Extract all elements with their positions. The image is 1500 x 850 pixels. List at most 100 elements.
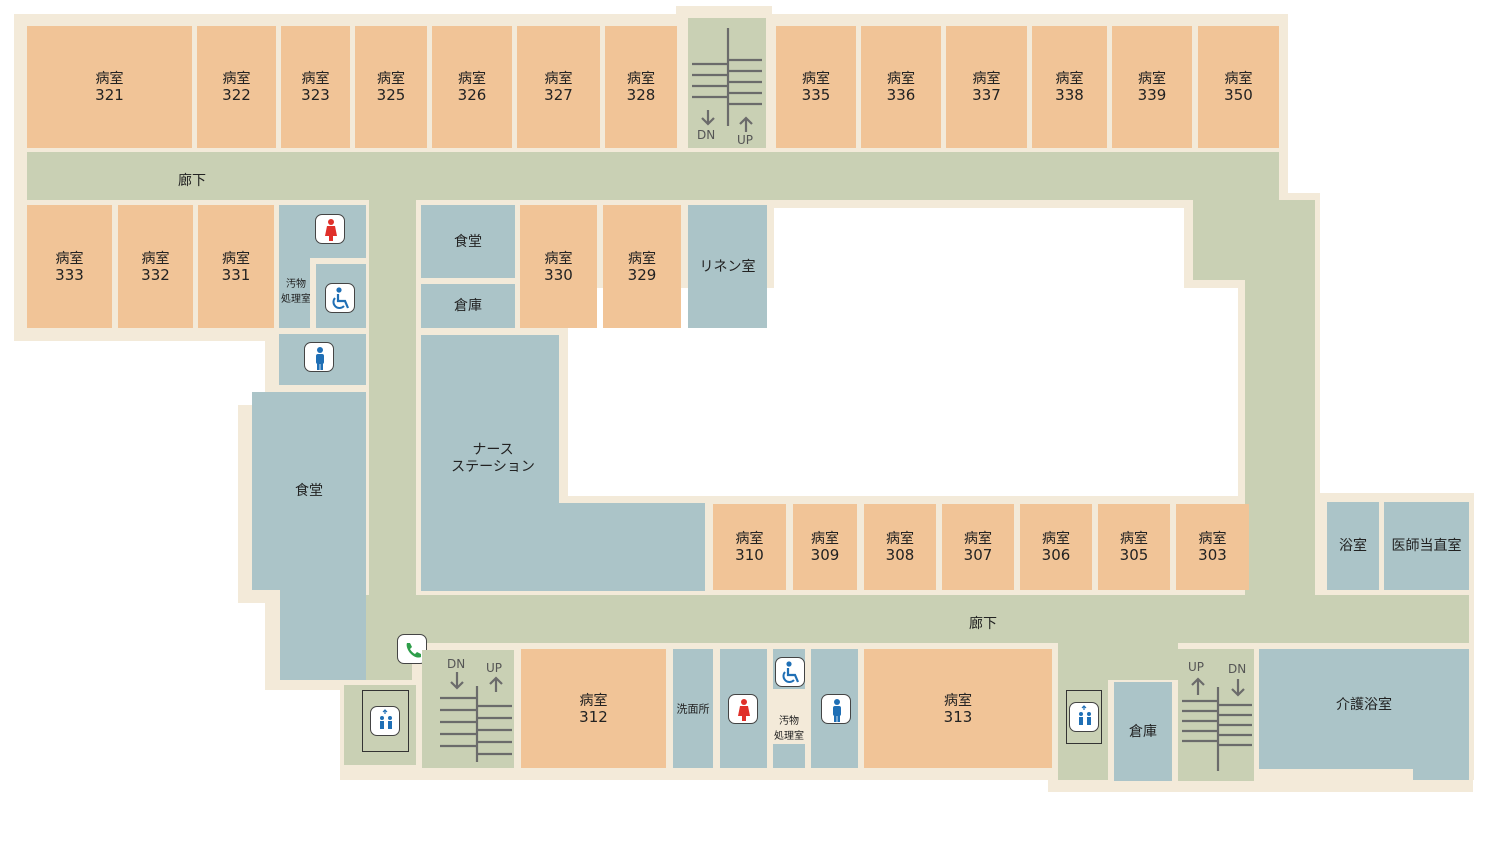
stairs-down-label: DN — [1228, 662, 1247, 676]
soiled-utility-room-south[interactable] — [773, 744, 805, 768]
care-bath-label: 介護浴室 — [1336, 697, 1392, 714]
stairs-southwest[interactable]: DN UP — [422, 650, 514, 768]
washroom[interactable]: 洗面所 — [673, 649, 713, 768]
room-number: 333 — [55, 265, 84, 284]
dining-room-west[interactable]: 食堂 — [252, 392, 366, 590]
room-number: 306 — [1041, 546, 1071, 564]
female-restroom-icon[interactable] — [315, 214, 345, 244]
doctor-duty-room[interactable]: 医師当直室 — [1384, 502, 1469, 590]
room-number: 327 — [544, 86, 573, 104]
dining-room-west-lower — [280, 585, 366, 680]
storage-room[interactable]: 倉庫 — [421, 284, 515, 328]
care-bath-room[interactable]: 介護浴室 — [1259, 649, 1469, 769]
care-bath-ext — [1413, 760, 1469, 780]
room-label: 病室 — [1138, 71, 1166, 87]
room-label: 病室 — [887, 71, 915, 87]
room-label: 病室 — [544, 71, 573, 87]
room-label: 病室 — [141, 250, 170, 267]
room-number: 339 — [1137, 86, 1167, 104]
room-label: 病室 — [222, 250, 250, 267]
storage-east-label: 倉庫 — [1129, 723, 1157, 740]
elevator-west[interactable] — [362, 690, 409, 752]
room-label: 病室 — [964, 531, 992, 547]
nurse-label-2: ステーション — [451, 459, 535, 475]
male-restroom-icon[interactable] — [304, 342, 334, 372]
room-label: 病室 — [972, 71, 1001, 87]
accessible-restroom-icon[interactable] — [325, 283, 355, 313]
room-number: 331 — [221, 265, 251, 284]
elevator-east[interactable] — [1066, 690, 1102, 744]
room-label: 病室 — [55, 250, 84, 267]
nurse-label-1: ナース — [472, 442, 514, 458]
room-number: 305 — [1119, 546, 1149, 564]
room-label: 病室 — [301, 71, 330, 87]
room-label: 病室 — [544, 250, 573, 267]
room-number: 328 — [626, 86, 656, 104]
room-label: 病室 — [944, 692, 972, 709]
room-label: 病室 — [222, 71, 251, 87]
storage-room-east[interactable]: 倉庫 — [1114, 682, 1172, 781]
room-label: 病室 — [377, 71, 405, 87]
room-number: 337 — [972, 86, 1001, 104]
linen-room[interactable]: リネン室 — [688, 205, 767, 328]
room-label: 病室 — [579, 692, 608, 709]
doctor-label: 医師当直室 — [1391, 538, 1462, 554]
dining-west-label: 食堂 — [295, 483, 323, 499]
stairs-north[interactable]: DN UP — [688, 18, 766, 148]
stairs-down-label: DN — [447, 657, 466, 671]
stairs-icon — [1182, 677, 1252, 771]
elevator-icon — [1069, 702, 1099, 732]
room-number: 307 — [963, 546, 993, 564]
room-number: 350 — [1224, 86, 1253, 104]
room-number: 326 — [457, 86, 487, 104]
room-number: 335 — [801, 86, 831, 104]
partition — [310, 258, 366, 264]
room-number: 308 — [885, 546, 915, 564]
room-label: 病室 — [95, 71, 124, 87]
room-number: 303 — [1198, 546, 1227, 564]
room-number: 321 — [95, 86, 124, 104]
stairs-southeast[interactable]: UP DN — [1178, 649, 1254, 781]
bath-label: 浴室 — [1339, 538, 1367, 554]
stairs-up-label: UP — [486, 661, 503, 675]
room-label: 病室 — [1055, 71, 1084, 87]
phone-icon[interactable] — [397, 634, 427, 664]
male-restroom-icon — [821, 694, 851, 724]
bath-room[interactable]: 浴室 — [1327, 502, 1379, 590]
room-number: 325 — [376, 86, 406, 104]
nurse-station-label: ナース ステーション — [421, 442, 565, 476]
room-number: 332 — [141, 265, 170, 284]
dining-room[interactable]: 食堂 — [421, 205, 515, 278]
room-number: 336 — [886, 86, 916, 104]
stairs-up-label: UP — [737, 133, 754, 147]
room-label: 病室 — [628, 250, 656, 267]
stairs-icon — [440, 672, 512, 762]
